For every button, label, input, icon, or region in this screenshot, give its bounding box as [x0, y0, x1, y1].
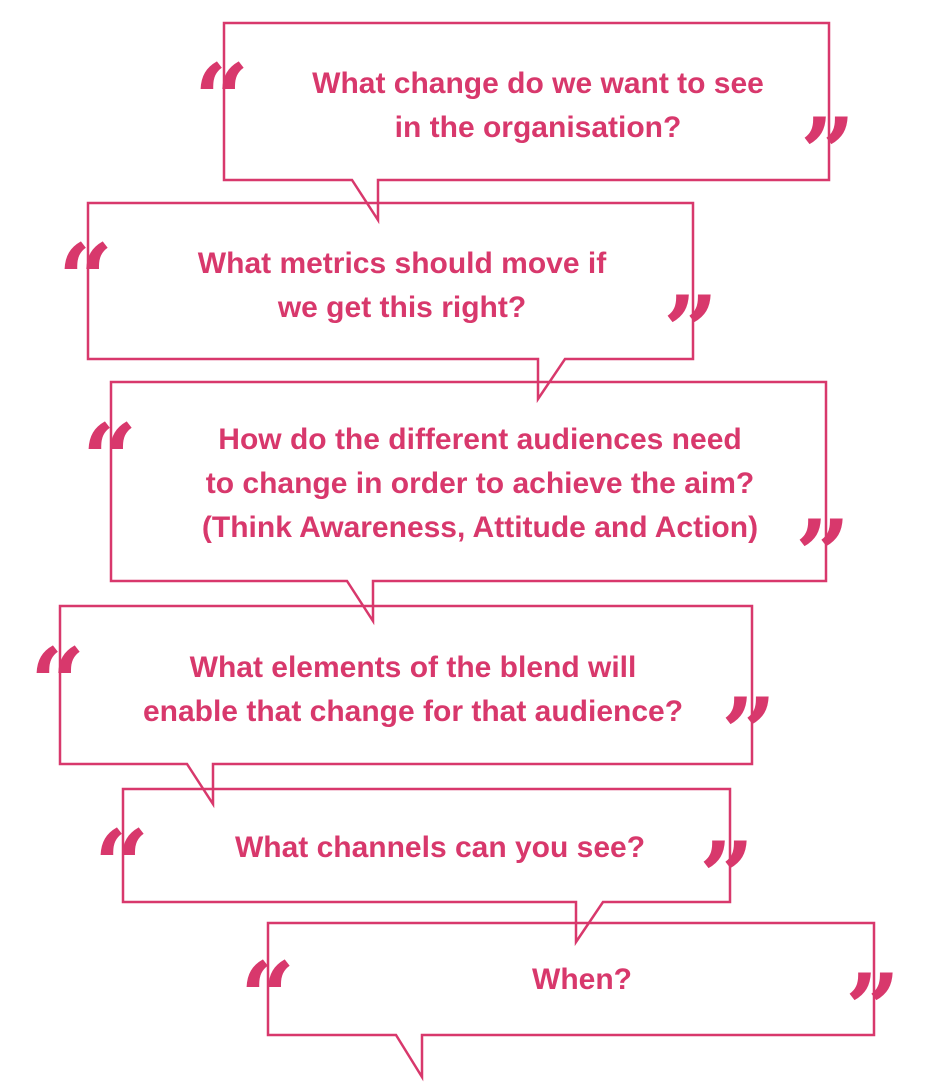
- open-quote-icon: “: [240, 941, 296, 1054]
- speech-bubble-3: [109, 380, 828, 626]
- question-text: What channels can you see?: [234, 831, 646, 864]
- question-text: How do the different audiences need to c…: [201, 423, 759, 544]
- speech-bubble-4: [58, 604, 754, 809]
- speech-bubble-2: [86, 201, 695, 404]
- close-quote-icon: ”: [800, 97, 856, 210]
- open-quote-icon: “: [82, 403, 138, 516]
- open-quote-icon: “: [30, 627, 86, 740]
- question-text: What metrics should move if we get this …: [197, 247, 607, 324]
- close-quote-icon: ”: [795, 499, 851, 612]
- close-quote-icon: ”: [663, 275, 719, 388]
- close-quote-icon: ”: [845, 953, 901, 1066]
- question-text: When?: [532, 963, 632, 996]
- open-quote-icon: “: [94, 809, 150, 922]
- speech-bubble-1: [222, 21, 831, 225]
- question-text: What elements of the blend will enable t…: [142, 651, 684, 728]
- close-quote-icon: ”: [699, 821, 755, 934]
- speech-bubble-6: [266, 921, 876, 1082]
- close-quote-icon: ”: [721, 677, 777, 790]
- open-quote-icon: “: [194, 43, 250, 156]
- question-text: What change do we want to see in the org…: [312, 67, 764, 144]
- open-quote-icon: “: [58, 223, 114, 336]
